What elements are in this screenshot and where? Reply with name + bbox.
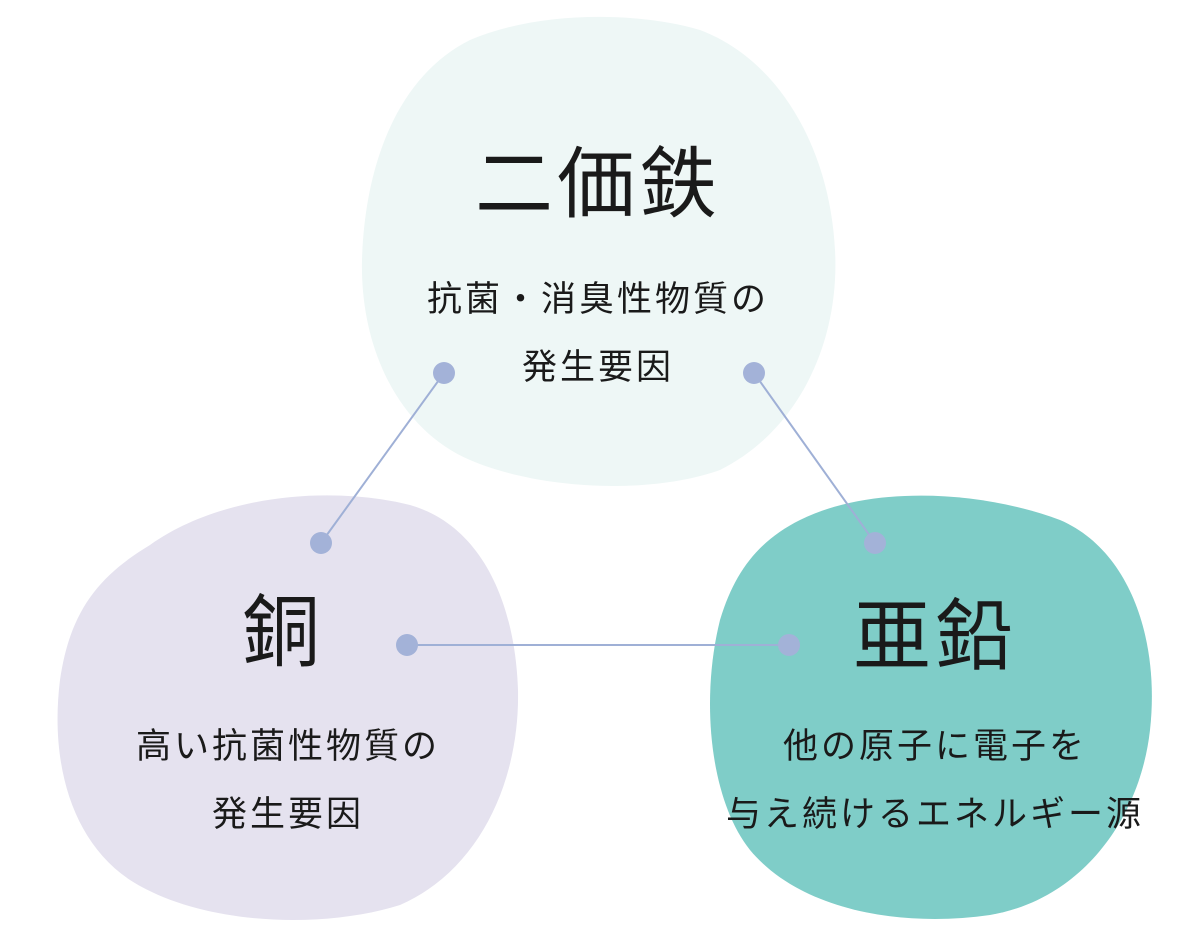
left-node-line-2: 発生要因 [211, 795, 365, 835]
connector-dot [743, 362, 765, 384]
connector-top-left [320, 372, 445, 544]
right-node-title: 亜鉛 [852, 592, 1018, 682]
left-node-title: 銅 [241, 588, 325, 678]
connector-dot [778, 634, 800, 656]
connector-dot [396, 634, 418, 656]
left-node-line-1: 高い抗菌性物質の [135, 727, 441, 767]
connector-dot [433, 362, 455, 384]
connector-dot [310, 532, 332, 554]
right-node-line-1: 他の原子に電子を [782, 727, 1088, 767]
right-node-line-2: 与え続けるエネルギー源 [725, 795, 1145, 835]
connector-top-right [753, 372, 876, 544]
left-blob [57, 495, 519, 920]
top-blob [361, 16, 836, 487]
top-node-line-1: 抗菌・消臭性物質の [426, 280, 770, 320]
connector-dot [864, 532, 886, 554]
right-blob [710, 495, 1152, 919]
top-node-title: 二価鉄 [474, 140, 722, 230]
top-node-line-2: 発生要因 [521, 348, 675, 388]
